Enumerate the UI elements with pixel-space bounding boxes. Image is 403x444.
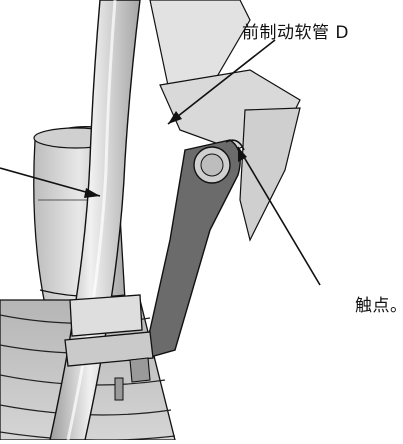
label-front-brake-hose: 前制动软管 D	[242, 18, 349, 43]
hose-bracket	[140, 140, 244, 360]
label-contact-point: 触点。	[355, 291, 403, 316]
